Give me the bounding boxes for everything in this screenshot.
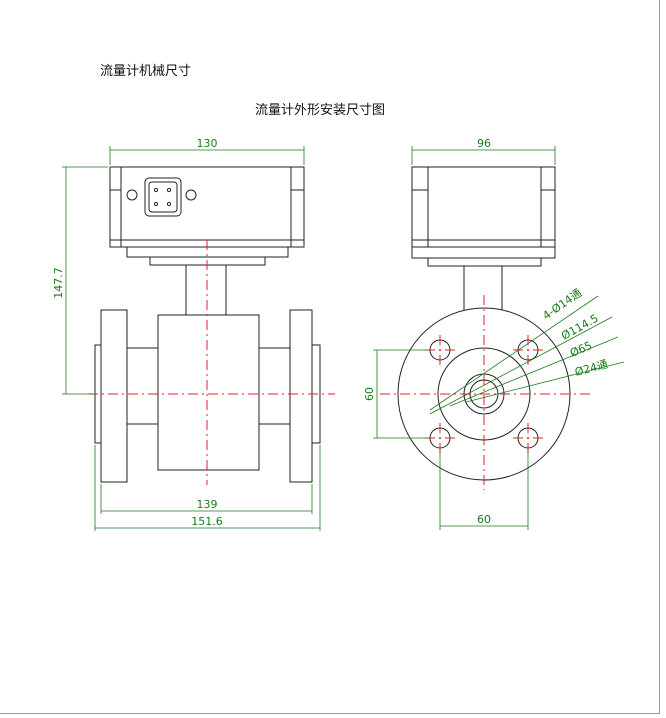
cable-gland-left [126,189,138,201]
front-dimensions: 130 147.7 139 151.6 [52,137,321,531]
dim-side-width: 96 [477,137,491,150]
drawing-title: 流量计外形安装尺寸图 [254,103,385,118]
flange-left [100,309,128,483]
label-bolt-holes: 4-Ø14通 [540,286,584,322]
flange-right [289,309,313,483]
dim-front-width: 130 [197,137,218,150]
dim-overall-length: 151.6 [191,515,223,528]
label-bolt-circle: Ø65 [568,339,594,360]
label-flange-od: Ø114.5 [559,312,600,343]
dim-front-height: 147.7 [52,267,65,299]
dim-horizontal-spacing: 60 [477,513,491,526]
dim-body-length: 139 [197,498,218,511]
label-bore: Ø24通 [573,358,609,379]
sensor-body [157,314,260,471]
neck [185,264,227,316]
side-view [380,166,590,490]
cable-gland-right [185,189,197,201]
connector-plug [144,177,182,217]
front-view [88,166,335,485]
converter-housing [109,166,305,248]
page-header: 流量计机械尺寸 [100,64,192,79]
side-housing [411,166,556,248]
dim-vertical-spacing: 60 [363,387,376,401]
